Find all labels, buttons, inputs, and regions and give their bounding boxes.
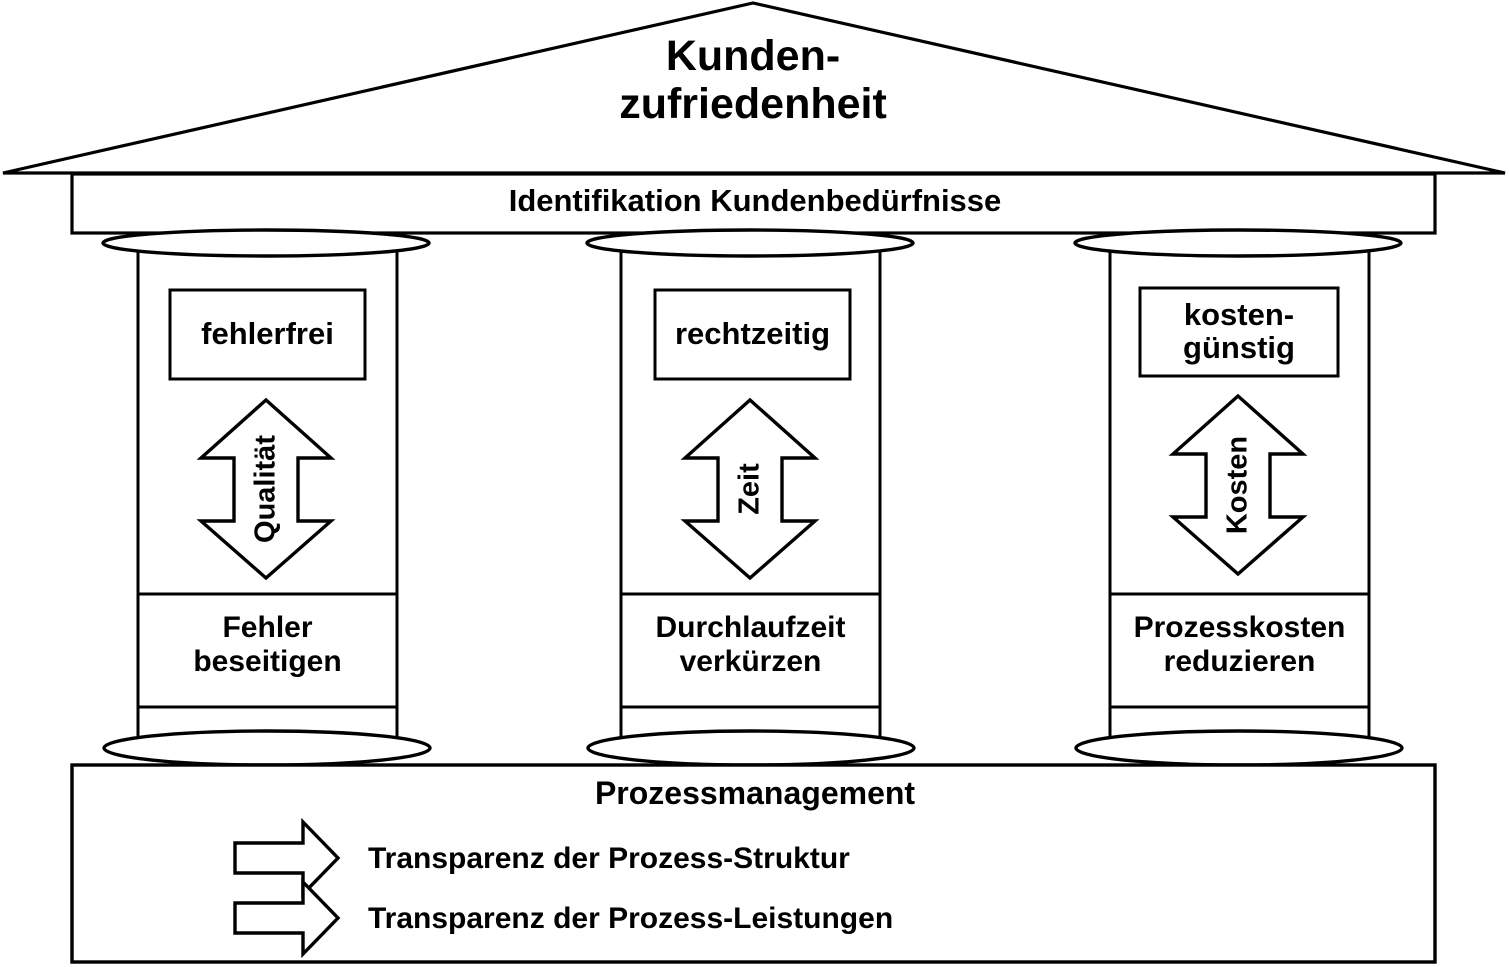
column-capital-ellipse xyxy=(585,228,915,258)
column-capital-ellipse xyxy=(101,228,431,258)
base-title: Prozessmanagement xyxy=(594,775,916,811)
double-arrow-vertical xyxy=(680,397,820,581)
column-base-ellipse xyxy=(102,729,432,767)
band-label-time: Durchlaufzeit verkürzen xyxy=(655,611,846,678)
column-base-ellipse xyxy=(1074,729,1404,767)
capital-label-box xyxy=(1138,286,1340,378)
capital-label-box xyxy=(653,288,852,381)
arrow-label-time: Zeit xyxy=(733,463,766,515)
architrave-label: Identifikation Kundenbedürfnisse xyxy=(508,183,1002,218)
base-item-label: Transparenz der Prozess-Struktur xyxy=(368,842,850,875)
column-cost xyxy=(1073,228,1404,767)
capital-label-cost: kosten- günstig xyxy=(1183,297,1295,365)
double-arrow-vertical xyxy=(196,397,336,581)
arrow-label-quality: Qualität xyxy=(249,435,282,543)
capital-label-quality: fehlerfrei xyxy=(201,316,334,352)
column-capital-ellipse xyxy=(1073,228,1403,258)
band-label-quality: Fehler beseitigen xyxy=(193,611,342,678)
right-arrow-icon xyxy=(233,817,341,899)
band-label-cost: Prozesskosten reduzieren xyxy=(1133,611,1346,678)
column-quality xyxy=(101,228,432,767)
architrave-band xyxy=(70,172,1437,235)
column-base-ellipse xyxy=(586,729,916,767)
right-arrow-icon xyxy=(233,877,341,959)
arrow-label-cost: Kosten xyxy=(1221,435,1254,535)
capital-label-box xyxy=(168,288,367,381)
page-title: Kunden- zufriedenheit xyxy=(619,32,887,129)
capital-label-time: rechtzeitig xyxy=(674,316,831,352)
base-item-label: Transparenz der Prozess-Leistungen xyxy=(368,902,894,935)
double-arrow-vertical xyxy=(1168,393,1308,577)
